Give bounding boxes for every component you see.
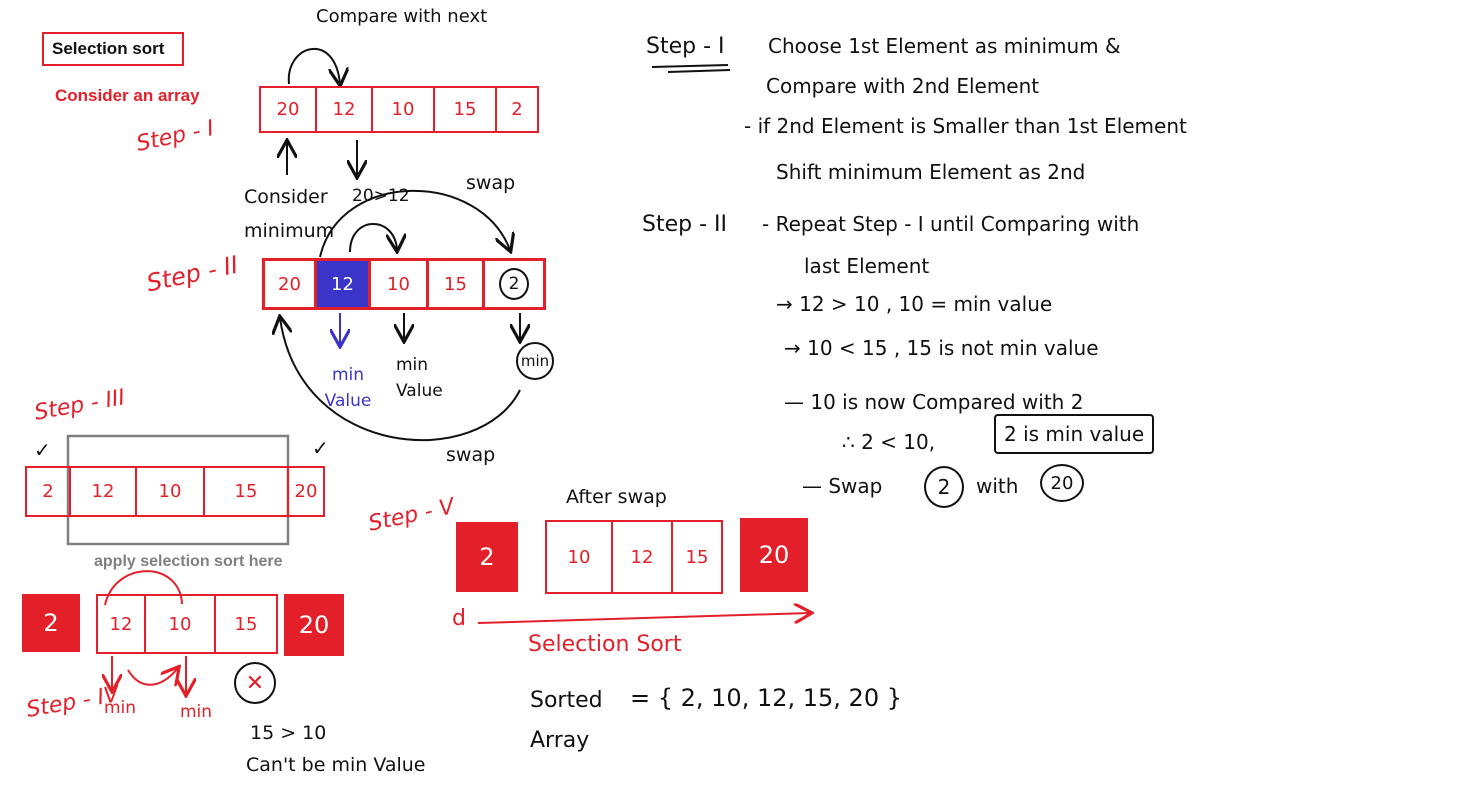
step5-array: 10 12 15 bbox=[545, 520, 723, 594]
expl-step1-label: Step - I bbox=[646, 34, 725, 59]
expl-step1-line1: Choose 1st Element as minimum & bbox=[768, 34, 1121, 58]
apply-note: apply selection sort here bbox=[94, 553, 283, 570]
sorted-label-1: Sorted bbox=[530, 688, 603, 713]
check-right: ✓ bbox=[312, 436, 329, 460]
array-cell: 20 bbox=[261, 88, 317, 131]
compare-line-2: → 10 < 15 , 15 is not min value bbox=[784, 336, 1099, 360]
note-line2: Can't be min Value bbox=[246, 754, 426, 776]
array-cell: 12 bbox=[98, 596, 146, 652]
sorted-label-2: Array bbox=[530, 728, 590, 753]
array-cell: 12 bbox=[613, 522, 673, 592]
cross-icon: ✕ bbox=[234, 662, 276, 704]
min-right-label: min bbox=[180, 702, 213, 722]
step4-array: 12 10 15 bbox=[96, 594, 278, 654]
array-cell: 10 bbox=[146, 596, 216, 652]
array-cell: 10 bbox=[371, 261, 429, 307]
min-value-box: 2 is min value bbox=[994, 414, 1155, 454]
with-label: with bbox=[976, 474, 1019, 498]
compare-line-5: — Swap bbox=[802, 474, 883, 498]
swap-bottom-label: swap bbox=[446, 444, 496, 466]
array-cell: 15 bbox=[234, 613, 258, 635]
consider-minimum-label: Consider minimum bbox=[244, 186, 335, 242]
compare-line-1: → 12 > 10 , 10 = min value bbox=[776, 292, 1053, 316]
axis-label: d bbox=[452, 606, 466, 631]
swap-top-label: swap bbox=[466, 172, 516, 194]
sorted-right-block: 20 bbox=[284, 594, 344, 656]
step3-array: 2 12 10 15 20 bbox=[25, 466, 325, 517]
expl-step1-line4: Shift minimum Element as 2nd bbox=[776, 160, 1086, 184]
array-cell: 10 bbox=[373, 88, 435, 131]
step2-array: 20 12 10 15 2 bbox=[262, 258, 546, 310]
sorted-left-block: 2 bbox=[22, 594, 80, 652]
min-value-blue-label: min Value bbox=[324, 365, 372, 411]
note-line1: 15 > 10 bbox=[250, 722, 327, 744]
expl-step1-line2: Compare with 2nd Element bbox=[766, 74, 1040, 98]
array-cell: 12 bbox=[317, 88, 373, 131]
selection-sort-caption: Selection Sort bbox=[528, 632, 682, 657]
array-cell: 15 bbox=[205, 468, 289, 515]
min-circle: min bbox=[516, 342, 554, 380]
array-cell: 15 bbox=[435, 88, 497, 131]
compare-20-12-label: 20>12 bbox=[352, 186, 410, 206]
array-cell: 20 bbox=[294, 481, 318, 502]
array-cell: 15 bbox=[429, 261, 485, 307]
title-box: Selection sort bbox=[42, 32, 184, 66]
array-cell: 12 bbox=[71, 468, 137, 515]
compare-line-3: — 10 is now Compared with 2 bbox=[784, 390, 1084, 414]
compare-line-4: ∴ 2 < 10, bbox=[842, 430, 936, 454]
expl-step2-label: Step - II bbox=[642, 212, 727, 237]
array-cell: 2 bbox=[485, 261, 543, 307]
check-left: ✓ bbox=[34, 438, 51, 462]
array-cell: 2 bbox=[511, 99, 523, 120]
step1-array: 20 12 10 15 2 bbox=[259, 86, 539, 133]
circled-2: 2 bbox=[924, 466, 964, 508]
circled-min-cell: 2 bbox=[499, 268, 529, 300]
expl-step1-line3: - if 2nd Element is Smaller than 1st Ele… bbox=[744, 114, 1187, 138]
expl-step2-line1: - Repeat Step - I until Comparing with bbox=[762, 212, 1140, 236]
min-value-label: min Value bbox=[396, 355, 443, 401]
sorted-set: = { 2, 10, 12, 15, 20 } bbox=[630, 684, 902, 712]
expl-step2-line2: last Element bbox=[804, 254, 930, 278]
compare-with-next-label: Compare with next bbox=[316, 6, 488, 27]
array-cell: 10 bbox=[547, 522, 613, 592]
array-cell: 2 bbox=[27, 468, 71, 515]
after-swap-label: After swap bbox=[566, 486, 667, 508]
circled-20: 20 bbox=[1040, 464, 1084, 502]
array-cell: 10 bbox=[137, 468, 205, 515]
step5-right-block: 20 bbox=[740, 518, 808, 592]
subtitle: Consider an array bbox=[55, 86, 200, 105]
array-cell: 15 bbox=[685, 546, 709, 568]
step5-left-block: 2 bbox=[456, 522, 518, 592]
min-left-label: min bbox=[104, 698, 137, 718]
array-cell-highlight: 12 bbox=[317, 261, 371, 307]
array-cell: 20 bbox=[265, 261, 317, 307]
